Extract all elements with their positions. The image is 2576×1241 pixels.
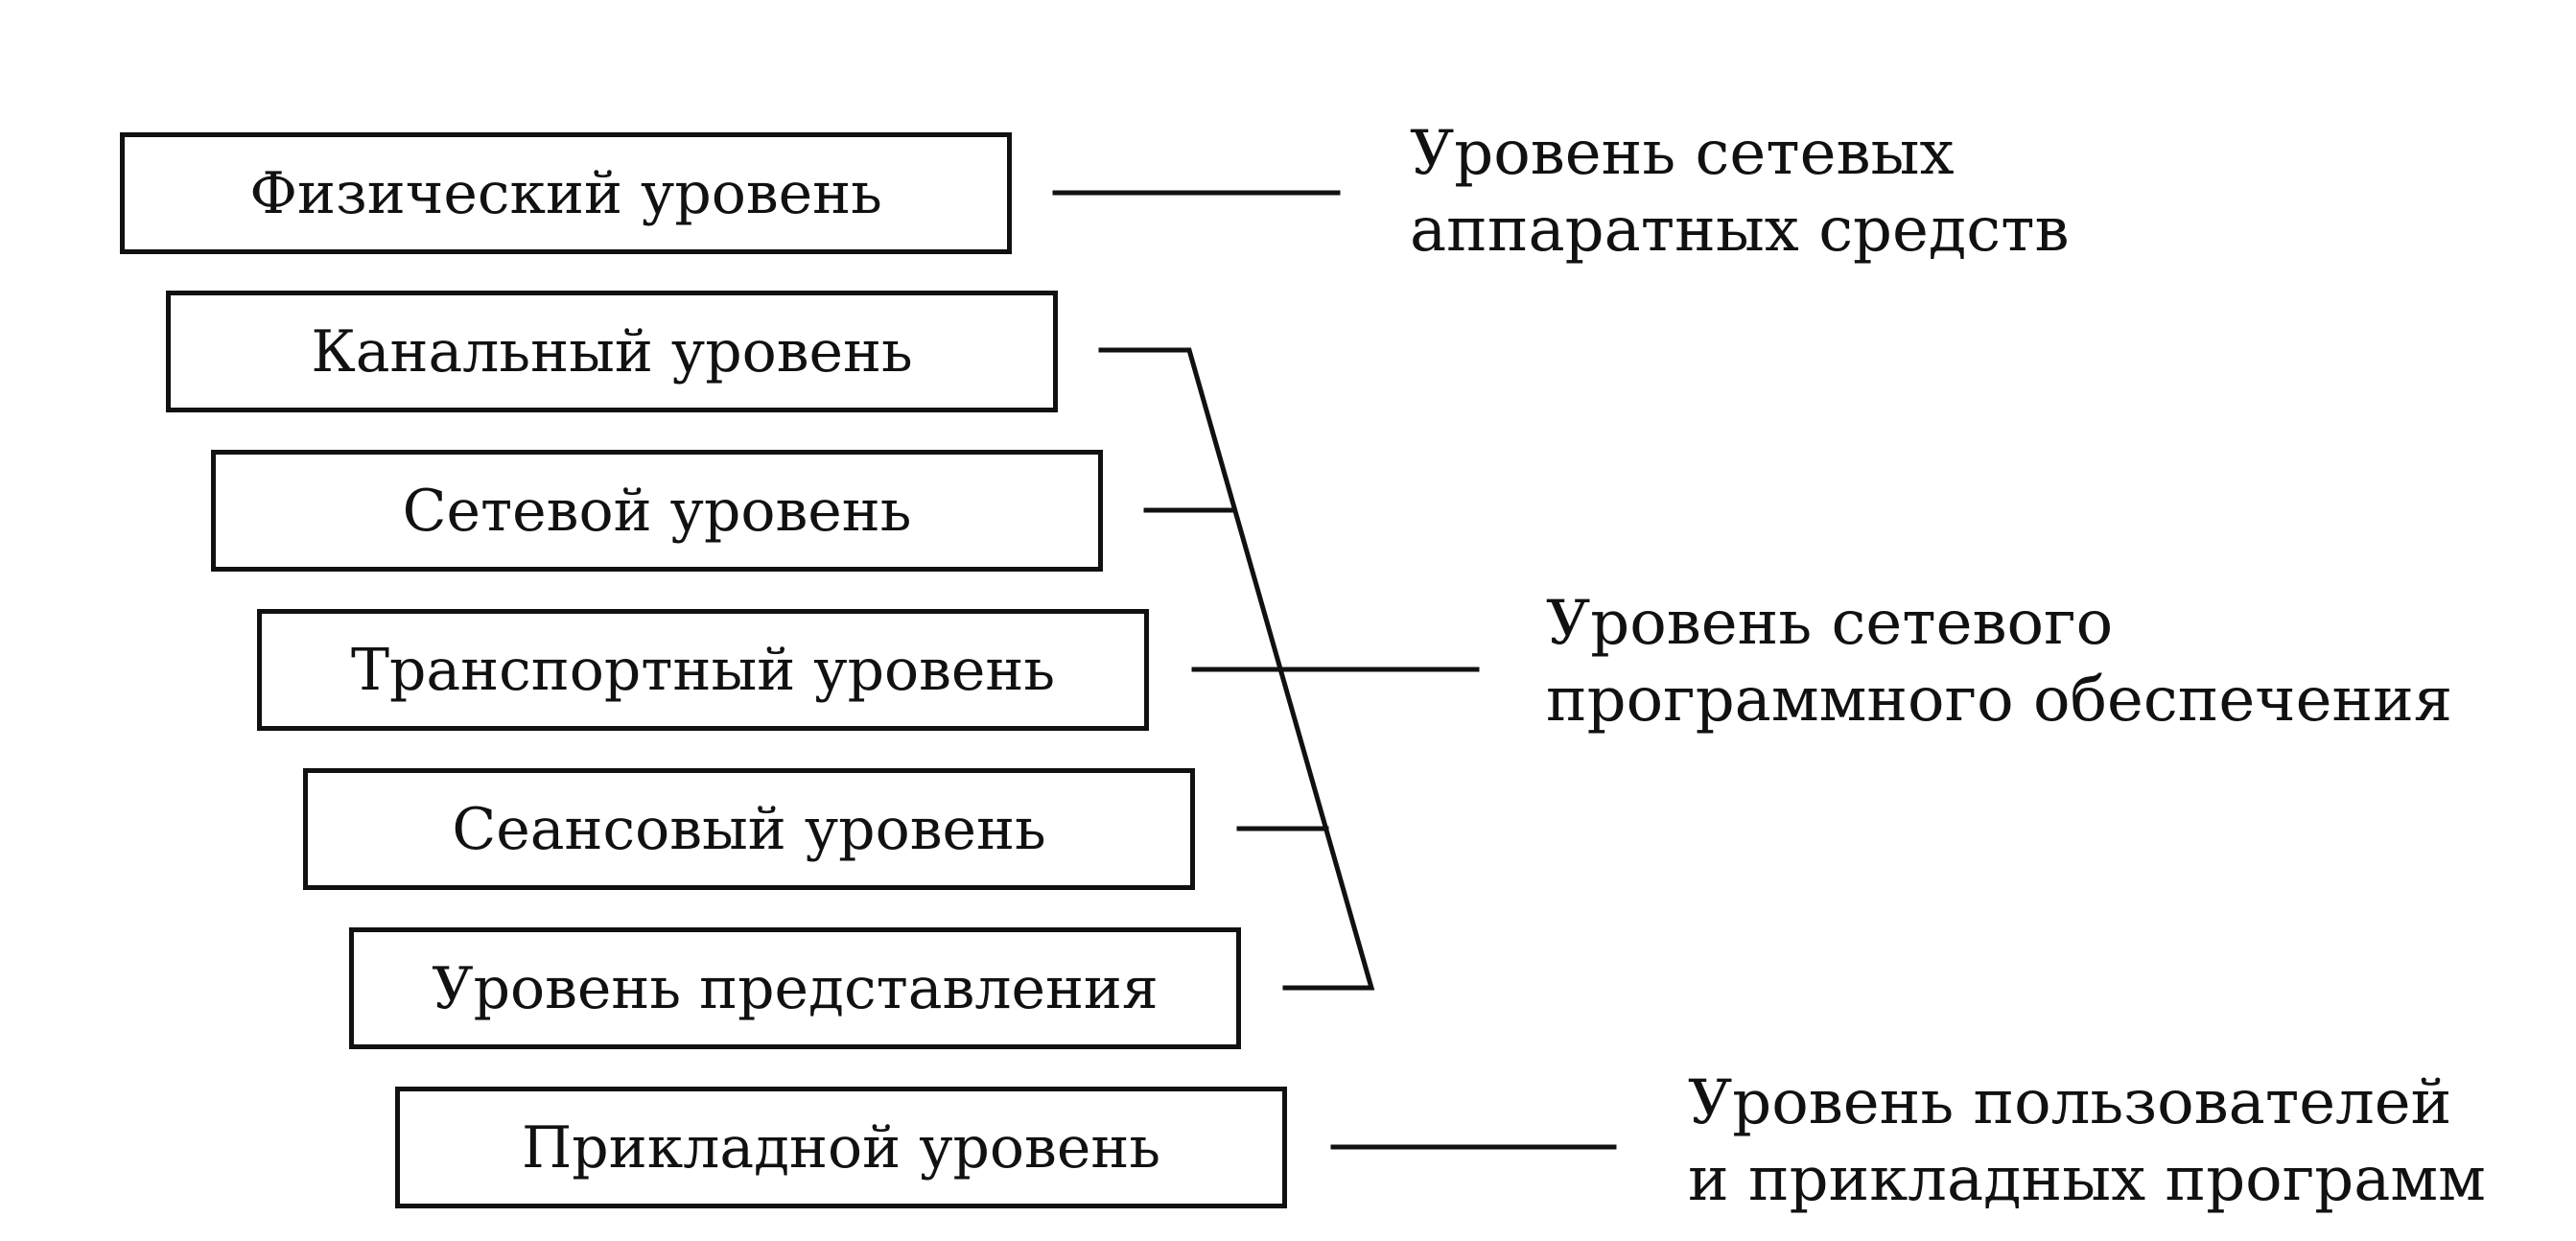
application-layer-label: Прикладной уровень <box>521 1113 1160 1182</box>
physical-layer-label: Физический уровень <box>249 159 882 227</box>
presentation-layer-label: Уровень представления <box>432 954 1159 1022</box>
network-layer-box: Сетевой уровень <box>211 450 1103 572</box>
hardware-group-line-1: Уровень сетевых <box>1410 118 1955 189</box>
presentation-layer-box: Уровень представления <box>349 927 1241 1049</box>
network-layer-label: Сетевой уровень <box>402 477 912 545</box>
physical-layer-box: Физический уровень <box>120 132 1012 254</box>
users-group-label: Уровень пользователей и прикладных прогр… <box>1688 1065 2486 1218</box>
users-group-line-1: Уровень пользователей <box>1688 1067 2452 1138</box>
users-group-line-2: и прикладных программ <box>1688 1144 2486 1215</box>
software-group-line-2: программного обеспечения <box>1546 665 2453 736</box>
session-layer-label: Сеансовый уровень <box>452 795 1046 863</box>
session-layer-box: Сеансовый уровень <box>303 768 1195 890</box>
data-link-layer-box: Канальный уровень <box>166 291 1058 412</box>
hardware-group-line-2: аппаратных средств <box>1410 195 2070 266</box>
software-group-label: Уровень сетевого программного обеспечени… <box>1546 585 2452 738</box>
transport-layer-label: Транспортный уровень <box>350 636 1056 704</box>
transport-layer-box: Транспортный уровень <box>257 609 1149 731</box>
software-group-line-1: Уровень сетевого <box>1546 588 2114 659</box>
application-layer-box: Прикладной уровень <box>395 1087 1287 1208</box>
data-link-layer-label: Канальный уровень <box>311 317 913 386</box>
hardware-group-label: Уровень сетевых аппаратных средств <box>1410 115 2070 269</box>
